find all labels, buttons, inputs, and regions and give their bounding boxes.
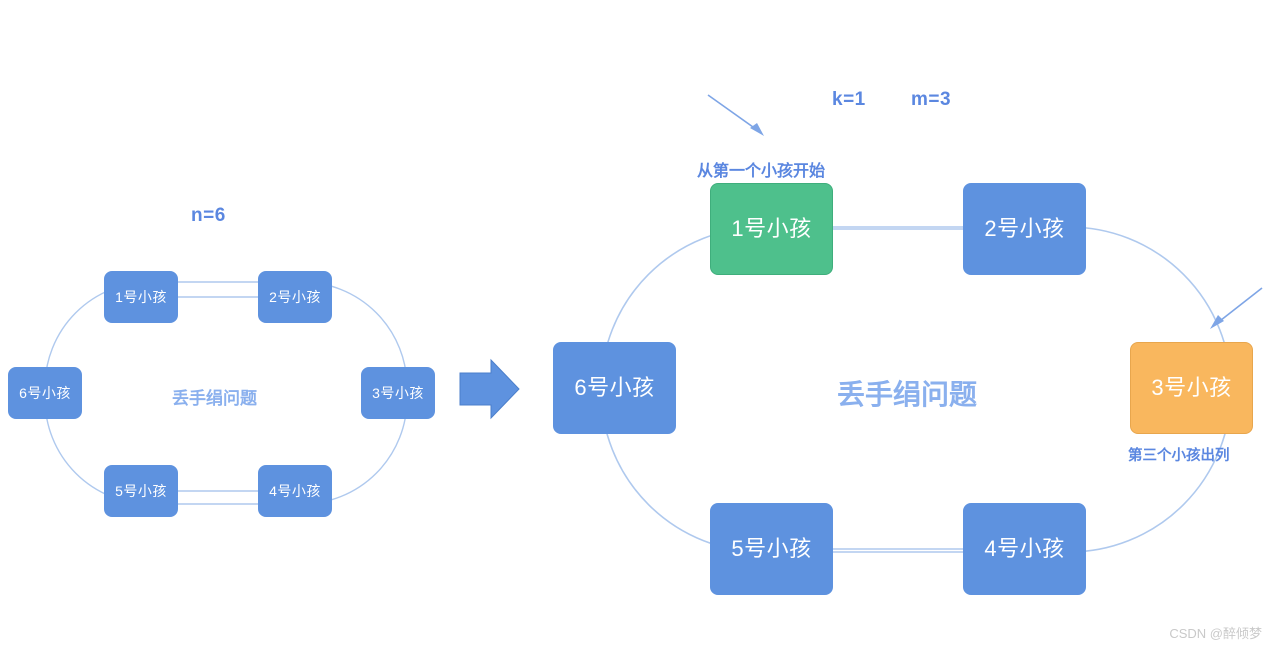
exit-note-label: 第三个小孩出列 xyxy=(1128,448,1230,464)
right-node-child-2-label: 2号小孩 xyxy=(984,216,1065,241)
left-ring-title: 丢手绢问题 xyxy=(172,389,257,408)
left-node-child-4[interactable]: 4号小孩 xyxy=(258,465,332,517)
right-arrow-icon xyxy=(459,358,520,420)
left-node-child-2[interactable]: 2号小孩 xyxy=(258,271,332,323)
start-note-label: 从第一个小孩开始 xyxy=(697,163,826,180)
right-node-child-1[interactable]: 1号小孩 xyxy=(710,183,833,275)
right-node-child-6[interactable]: 6号小孩 xyxy=(553,342,676,434)
left-node-child-5-label: 5号小孩 xyxy=(115,483,167,499)
left-node-child-2-label: 2号小孩 xyxy=(269,289,321,305)
left-caption-n: n=6 xyxy=(191,205,226,226)
right-node-child-5[interactable]: 5号小孩 xyxy=(710,503,833,595)
right-node-child-1-label: 1号小孩 xyxy=(731,216,812,241)
left-node-child-3-label: 3号小孩 xyxy=(372,385,424,401)
param-k: k=1 xyxy=(832,89,866,110)
left-node-child-5[interactable]: 5号小孩 xyxy=(104,465,178,517)
exit-note-arrow-icon xyxy=(1210,287,1263,329)
right-node-child-2[interactable]: 2号小孩 xyxy=(963,183,1086,275)
param-m: m=3 xyxy=(911,89,952,110)
left-node-child-6-label: 6号小孩 xyxy=(19,385,71,401)
right-node-child-5-label: 5号小孩 xyxy=(731,536,812,561)
right-ring-title: 丢手绢问题 xyxy=(837,379,978,410)
left-node-child-1[interactable]: 1号小孩 xyxy=(104,271,178,323)
left-node-child-3[interactable]: 3号小孩 xyxy=(361,367,435,419)
right-node-child-6-label: 6号小孩 xyxy=(574,375,655,400)
right-node-child-4[interactable]: 4号小孩 xyxy=(963,503,1086,595)
left-node-child-4-label: 4号小孩 xyxy=(269,483,321,499)
right-node-child-3-label: 3号小孩 xyxy=(1151,375,1232,400)
right-node-child-3[interactable]: 3号小孩 xyxy=(1130,342,1253,434)
right-node-child-4-label: 4号小孩 xyxy=(984,536,1065,561)
start-note-arrow-icon xyxy=(707,94,764,136)
left-node-child-1-label: 1号小孩 xyxy=(115,289,167,305)
csdn-watermark: CSDN @醉倾梦 xyxy=(1169,626,1262,641)
left-node-child-6[interactable]: 6号小孩 xyxy=(8,367,82,419)
